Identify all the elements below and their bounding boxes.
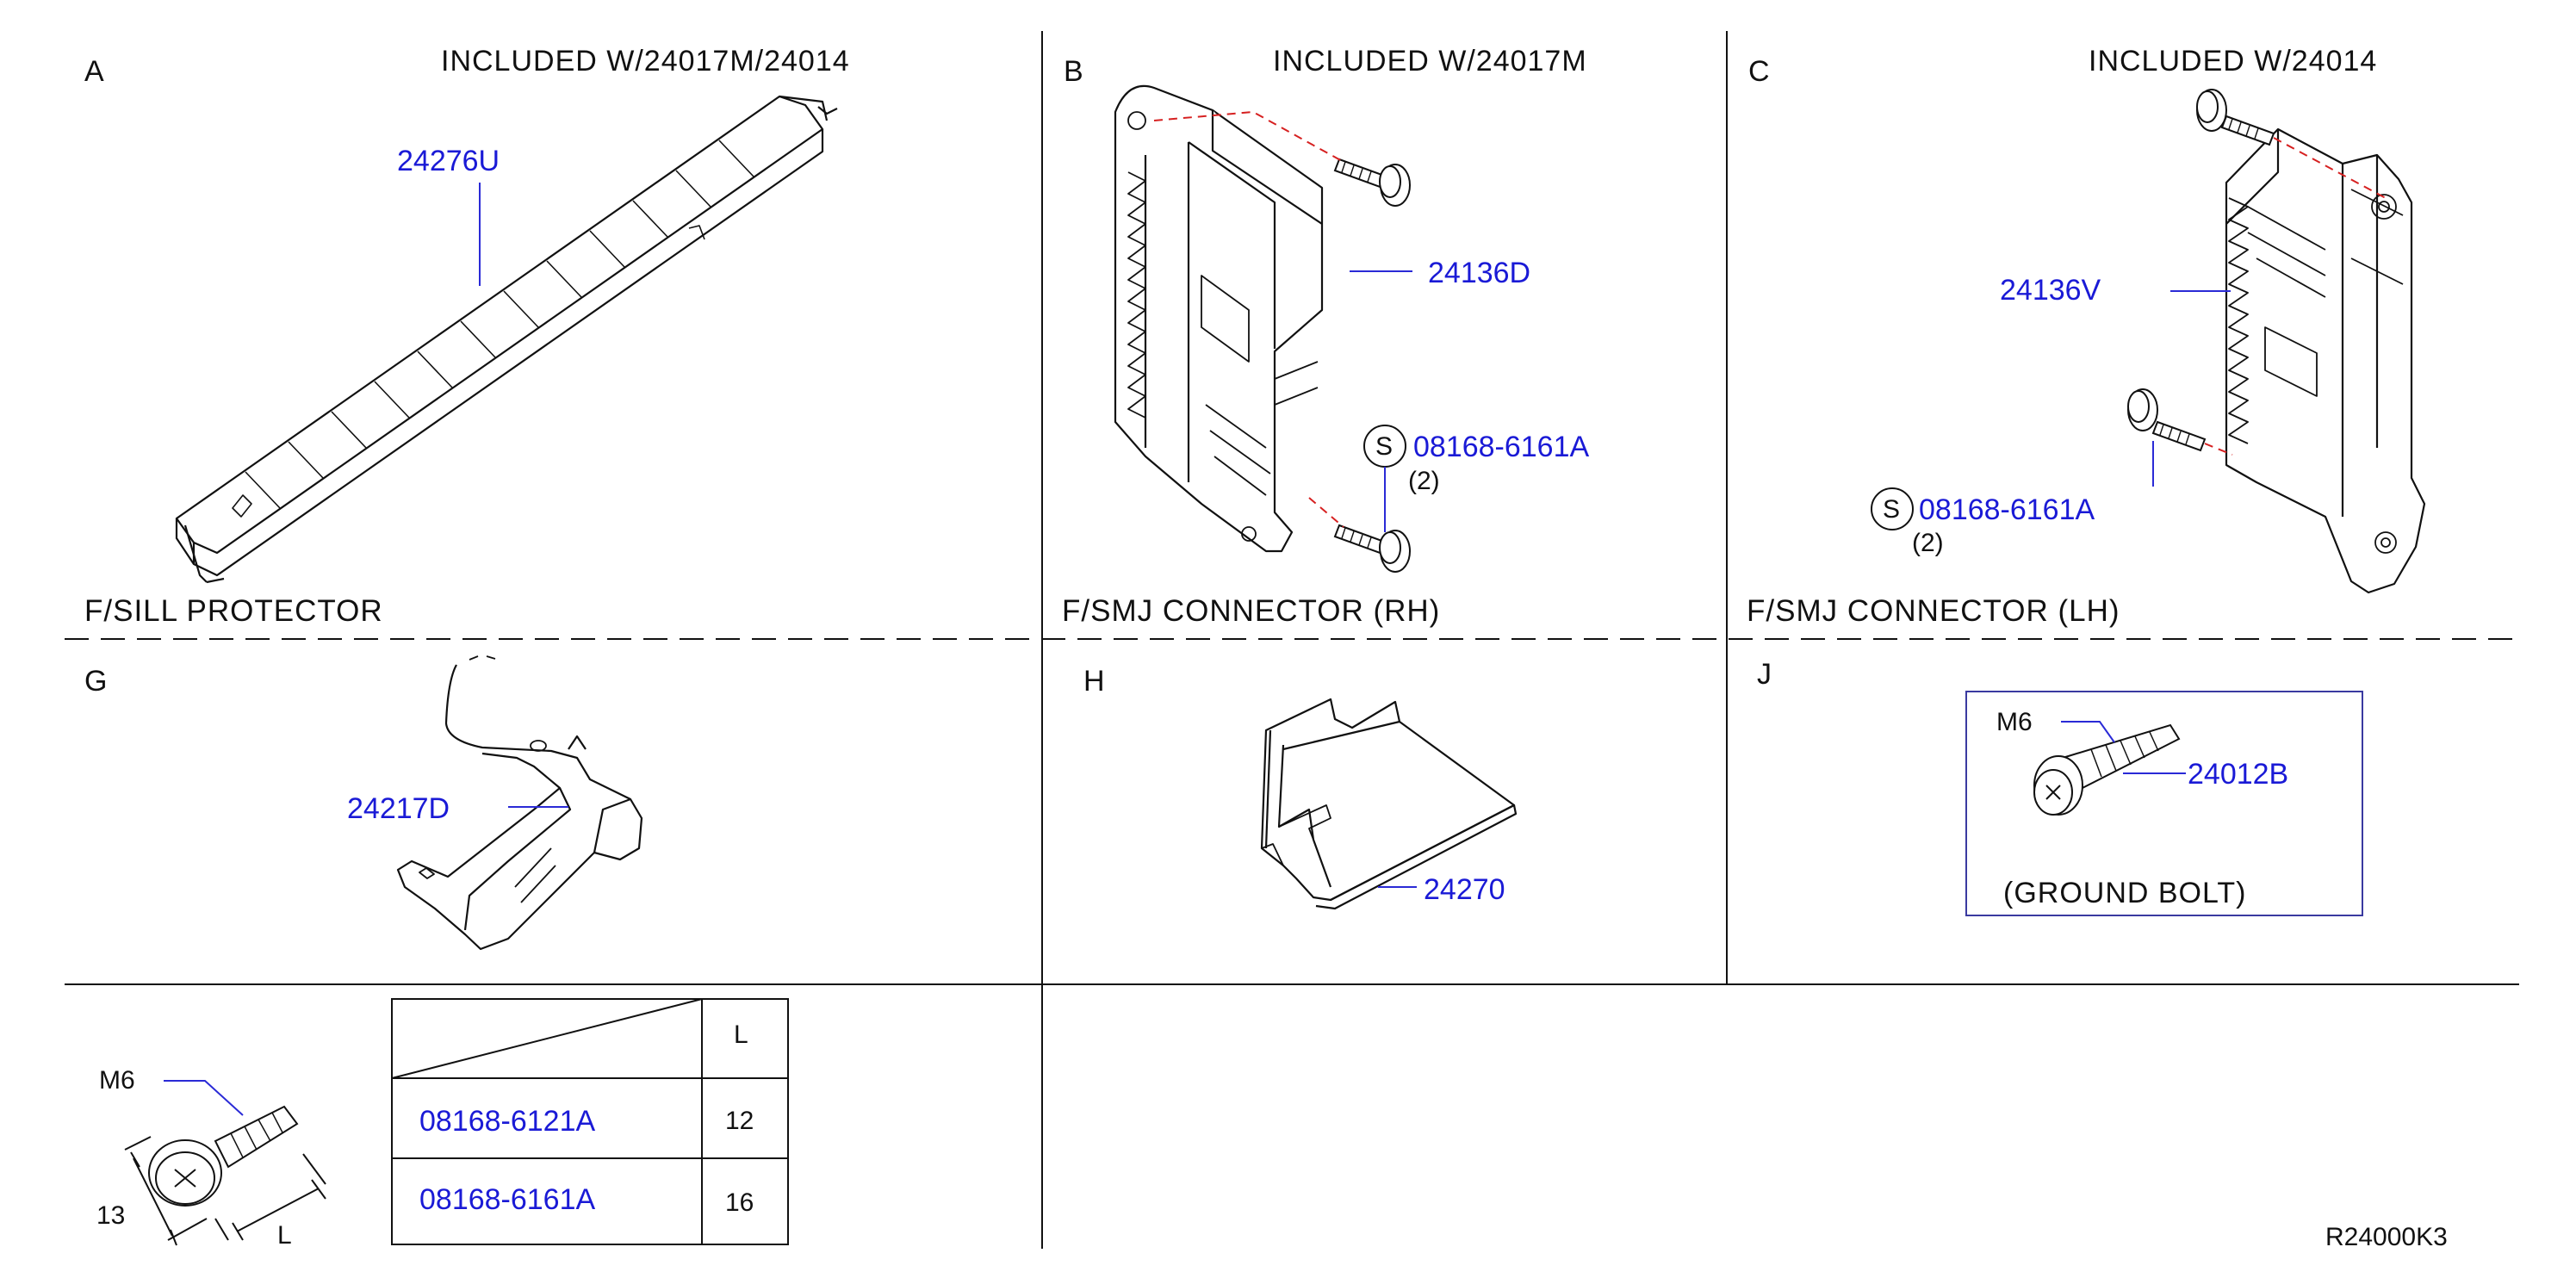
panel-letter-c: C: [1748, 55, 1770, 88]
screw-qty-c: (2): [1912, 529, 1944, 557]
panel-letter-a: A: [84, 55, 104, 88]
part-number-24012b[interactable]: 24012B: [2188, 758, 2289, 791]
caption-smj-rh: F/SMJ CONNECTOR (RH): [1062, 594, 1441, 628]
part-number-screw-c[interactable]: 08168-6161A: [1919, 493, 2095, 526]
included-note-b: INCLUDED W/24017M: [1273, 45, 1587, 78]
spec-table-part-2[interactable]: 08168-6161A: [419, 1183, 596, 1216]
caption-sill-protector: F/SILL PROTECTOR: [84, 594, 383, 628]
smj-connector-rh-drawing: [1114, 84, 1324, 553]
bolt-icon-c-bottom: [2127, 388, 2207, 452]
grid-lines: [65, 31, 2519, 1249]
spec-table: [391, 998, 789, 1245]
dimension-lines: [124, 1136, 326, 1246]
spec-table-length-1: 12: [725, 1107, 754, 1135]
spec-bolt-icon: [148, 1105, 299, 1207]
screw-symbol-label-b: S: [1375, 432, 1394, 461]
spec-dim-head: 13: [96, 1201, 126, 1230]
bolt-icon-b-top: [1333, 158, 1411, 207]
bracket-24217d-drawing: [396, 655, 643, 951]
part-number-24136d[interactable]: 24136D: [1428, 257, 1531, 289]
smj-connector-lh-drawing: [2225, 127, 2426, 594]
ground-bolt-box: [1965, 691, 2363, 916]
included-note-c: INCLUDED W/24014: [2089, 45, 2378, 78]
dashed-guide-b: [1153, 110, 1344, 528]
spec-dim-length: L: [277, 1221, 292, 1250]
spec-table-part-1[interactable]: 08168-6121A: [419, 1105, 596, 1138]
bolt-icon-b-bottom: [1333, 524, 1411, 573]
screw-symbol-c: [1871, 487, 1914, 530]
leader-m6-spec: [164, 1080, 244, 1116]
included-note-a: INCLUDED W/24017M/24014: [441, 45, 850, 78]
spec-table-header-l: L: [734, 1021, 748, 1049]
caption-ground-bolt: (GROUND BOLT): [2003, 877, 2247, 909]
size-label-j: M6: [1996, 708, 2033, 736]
part-number-24270[interactable]: 24270: [1424, 873, 1505, 906]
part-number-24136v[interactable]: 24136V: [2000, 274, 2101, 307]
caption-smj-lh: F/SMJ CONNECTOR (LH): [1747, 594, 2120, 628]
ground-bolt-icon: [2033, 723, 2181, 816]
screw-symbol-label-c: S: [1883, 495, 1901, 524]
leader-m6-j: [2061, 721, 2115, 743]
part-number-screw-b[interactable]: 08168-6161A: [1413, 431, 1590, 463]
spec-size-label: M6: [99, 1066, 135, 1095]
screw-qty-b: (2): [1408, 467, 1440, 495]
cover-24270-drawing: [1260, 698, 1518, 910]
panel-letter-j: J: [1757, 658, 1772, 691]
bolt-icon-c-top: [2196, 89, 2275, 146]
part-number-24217d[interactable]: 24217D: [347, 792, 450, 825]
panel-letter-h: H: [1083, 665, 1105, 698]
panel-letter-g: G: [84, 665, 108, 698]
dashed-guide-c: [2204, 137, 2387, 456]
part-number-24276u[interactable]: 24276U: [397, 145, 500, 177]
sill-protector-drawing: [175, 95, 838, 584]
diagram-code: R24000K3: [2325, 1223, 2448, 1251]
spec-table-length-2: 16: [725, 1188, 754, 1217]
panel-letter-b: B: [1064, 55, 1083, 88]
